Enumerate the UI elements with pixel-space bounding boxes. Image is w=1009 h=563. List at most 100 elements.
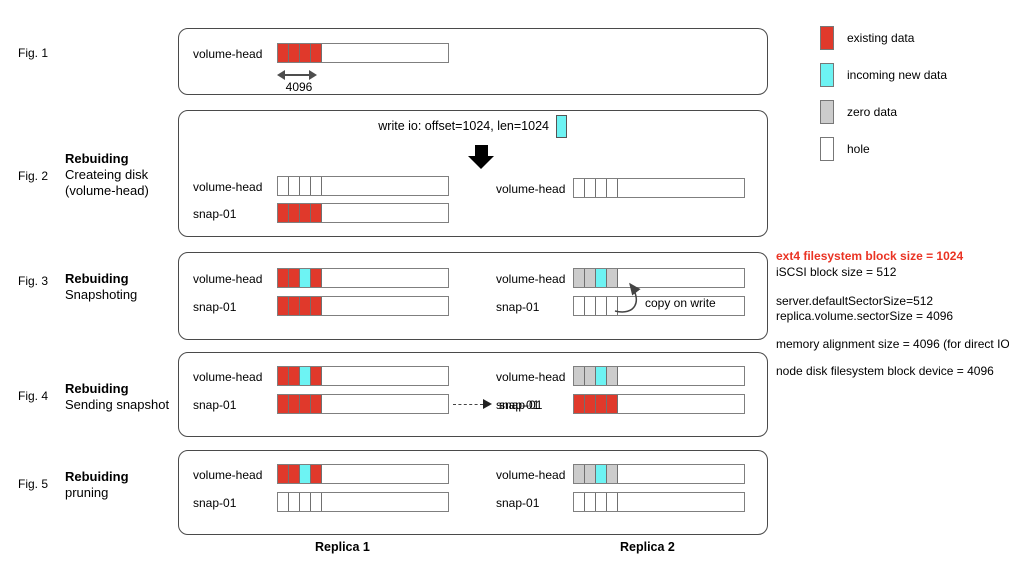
bar-label-snap-01: snap-01: [496, 398, 540, 412]
cell-existing: [289, 44, 300, 62]
cell-hole: [607, 493, 618, 511]
bar-label-volume-head: volume-head: [193, 180, 263, 194]
volume-head-bar: [573, 178, 745, 198]
note-line-2: iSCSI block size = 512: [776, 265, 897, 279]
bar-label-snap-01: snap-01: [496, 300, 540, 314]
fig2-subtitle1: Createing disk: [65, 167, 149, 182]
cell-existing: [278, 297, 289, 315]
cell-existing: [311, 367, 322, 385]
cell-zero: [574, 465, 585, 483]
send-snapshot-target-label: snap-01: [499, 398, 543, 412]
fig3-title-bold: Rebuiding: [65, 271, 129, 286]
legend-item-zero: zero data: [820, 100, 947, 124]
cell-hole-rest: [322, 269, 448, 287]
cell-existing: [289, 367, 300, 385]
measure-label: 4096: [285, 80, 313, 94]
cell-existing: [574, 395, 585, 413]
fig4-title-bold: Rebuiding: [65, 381, 129, 396]
copy-on-write-arrow-icon: [614, 282, 641, 313]
cell-existing: [278, 269, 289, 287]
cell-incoming: [300, 269, 311, 287]
volume-head-bar: [277, 464, 449, 484]
cell-hole-rest: [322, 395, 448, 413]
cell-incoming: [300, 367, 311, 385]
cell-existing: [278, 204, 289, 222]
bar-label-volume-head: volume-head: [496, 182, 566, 196]
bar-label-snap-01: snap-01: [193, 496, 237, 510]
cell-hole-rest: [618, 269, 744, 287]
volume-head-bar: [573, 366, 745, 386]
cell-incoming: [596, 367, 607, 385]
volume-head-bar: [277, 176, 449, 196]
note-line-6: node disk filesystem block device = 4096: [776, 364, 994, 378]
legend: existing data incoming new data zero data h…: [820, 26, 947, 161]
cell-existing: [278, 395, 289, 413]
legend-item-incoming: incoming new data: [820, 63, 947, 87]
cell-existing: [607, 395, 618, 413]
fig2-subtitle2: (volume-head): [65, 183, 149, 198]
replica1-label: Replica 1: [315, 540, 370, 554]
cell-existing: [278, 44, 289, 62]
cell-hole: [311, 493, 322, 511]
note-line-5: memory alignment size = 4096 (for direct…: [776, 337, 1009, 351]
bar-label-volume-head: volume-head: [193, 468, 263, 482]
cell-hole-rest: [322, 177, 448, 195]
cell-hole-rest: [618, 179, 744, 197]
cell-hole-rest: [322, 44, 448, 62]
cell-hole-rest: [618, 493, 744, 511]
cell-existing: [585, 395, 596, 413]
cell-existing: [289, 269, 300, 287]
cell-existing: [289, 297, 300, 315]
cell-existing: [289, 465, 300, 483]
write-io-annotation: write io: offset=1024, len=1024: [378, 119, 549, 133]
cell-hole: [596, 297, 607, 315]
cell-zero: [585, 269, 596, 287]
volume-head-bar: [573, 268, 745, 288]
cell-existing: [311, 465, 322, 483]
cell-hole-rest: [618, 465, 744, 483]
snap-01-bar: [277, 394, 449, 414]
snap-01-bar: [277, 492, 449, 512]
incoming-swatch-icon: [820, 63, 834, 87]
legend-label: zero data: [847, 105, 898, 119]
cell-hole: [300, 177, 311, 195]
legend-item-existing: existing data: [820, 26, 947, 50]
volume-head-bar: [277, 268, 449, 288]
bar-label-volume-head: volume-head: [496, 468, 566, 482]
fig1-label: Fig. 1: [18, 46, 49, 60]
legend-label: incoming new data: [847, 68, 948, 82]
volume-head-bar: [277, 43, 449, 63]
cell-hole: [574, 179, 585, 197]
fig5-subtitle1: pruning: [65, 485, 109, 500]
bar-label-snap-01: snap-01: [193, 398, 237, 412]
cell-existing: [289, 395, 300, 413]
cell-existing: [311, 204, 322, 222]
fig2-label: Fig. 2: [18, 169, 49, 183]
bar-label-volume-head: volume-head: [193, 370, 263, 384]
copy-on-write-label: copy on write: [645, 296, 716, 310]
bar-label-volume-head: volume-head: [496, 370, 566, 384]
existing-swatch-icon: [820, 26, 834, 50]
bar-label-snap-01: snap-01: [193, 207, 237, 221]
cell-zero: [585, 367, 596, 385]
cell-hole: [607, 297, 618, 315]
fig5-label: Fig. 5: [18, 477, 49, 491]
cell-hole: [607, 179, 618, 197]
fig1-box: volume-head 4096: [178, 28, 768, 95]
cell-existing: [311, 297, 322, 315]
cell-hole: [289, 493, 300, 511]
cell-hole: [278, 493, 289, 511]
cell-hole: [585, 297, 596, 315]
cell-existing: [278, 367, 289, 385]
snap-01-bar: [277, 296, 449, 316]
fig5-title: Rebuiding pruning: [65, 469, 129, 501]
cell-existing: [596, 395, 607, 413]
cell-zero: [585, 465, 596, 483]
cell-hole: [596, 493, 607, 511]
down-arrow-icon: [468, 145, 494, 169]
legend-item-hole: hole: [820, 137, 947, 161]
incoming-block-icon: [556, 115, 567, 138]
